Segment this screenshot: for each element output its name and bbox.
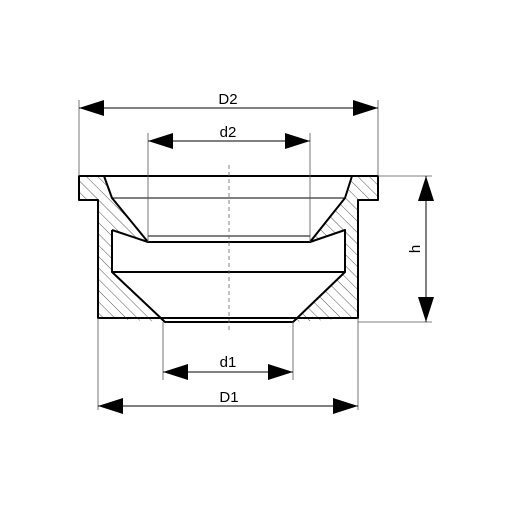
label-d2: d2 — [220, 124, 237, 141]
dimension-D1: D1 — [98, 389, 358, 414]
dimension-d1: d1 — [163, 354, 293, 380]
section-walls — [79, 176, 378, 322]
label-D2: D2 — [218, 91, 237, 108]
dimension-d2: d2 — [148, 124, 310, 149]
dimension-D2: D2 — [79, 91, 378, 116]
dimension-h: h — [407, 176, 434, 322]
extension-lines — [78, 100, 432, 410]
label-d1: d1 — [220, 354, 237, 371]
label-D1: D1 — [219, 389, 238, 406]
right-wall-section — [293, 176, 378, 322]
label-h: h — [407, 245, 424, 253]
left-wall-section — [79, 176, 165, 322]
upper-bore-contour — [103, 175, 353, 243]
